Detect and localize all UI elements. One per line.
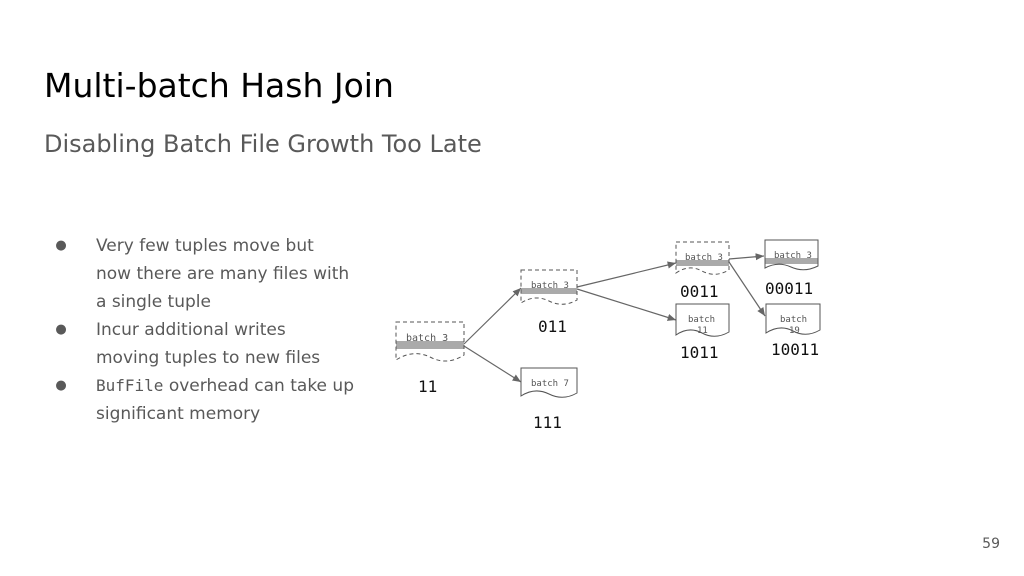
arrow-0011-to-00011: [728, 253, 765, 261]
batch-node-19: batch 19: [765, 303, 821, 336]
node-label: batch 3: [685, 253, 723, 263]
node-label: batch 3: [406, 333, 448, 344]
node-label: batch 7: [531, 379, 569, 389]
bullet-code: BufFile: [96, 376, 164, 395]
node-code-0011: 0011: [680, 282, 719, 301]
arrows: [463, 253, 766, 383]
node-label: batch: [780, 315, 807, 325]
node-code-011: 011: [538, 317, 567, 336]
page-number: 59: [982, 536, 1000, 552]
node-label: batch 3: [774, 251, 812, 261]
bullet-dot-icon: ●: [55, 238, 67, 253]
bullet-item: ● BufFile overhead can take up significa…: [54, 372, 354, 428]
slide-subtitle: Disabling Batch File Growth Too Late: [44, 130, 482, 158]
arrow-root-to-011: [463, 287, 522, 345]
arrow-root-to-111: [463, 345, 522, 383]
node-label: batch: [688, 315, 715, 325]
batch-node-7: batch 7: [520, 367, 578, 398]
slide-title: Multi-batch Hash Join: [44, 66, 394, 105]
node-code-00011: 00011: [765, 279, 813, 298]
bullet-item: ● Very few tuples move but now there are…: [54, 232, 354, 316]
arrow-0011-to-10011: [728, 261, 766, 317]
batch-node-0011: batch 3: [675, 241, 730, 275]
arrow-011-to-0011: [576, 261, 677, 288]
bullet-list: ● Very few tuples move but now there are…: [54, 232, 354, 428]
bullet-text: Very few tuples move but now there are m…: [96, 236, 350, 312]
node-code-111: 111: [533, 413, 562, 432]
bullet-text: Incur additional writes moving tuples to…: [96, 320, 321, 368]
node-label: 19: [789, 326, 800, 336]
node-label: batch 3: [531, 281, 569, 291]
bullet-item: ● Incur additional writes moving tuples …: [54, 316, 354, 372]
node-code-11: 11: [418, 377, 437, 396]
node-code-1011: 1011: [680, 343, 719, 362]
batch-node-00011: batch 3: [764, 239, 819, 271]
arrow-011-to-1011: [576, 288, 677, 321]
bullet-dot-icon: ●: [55, 378, 67, 393]
node-label: 11: [697, 326, 708, 336]
bullet-dot-icon: ●: [55, 322, 67, 337]
batch-node-root: batch 3: [395, 321, 465, 362]
node-code-10011: 10011: [771, 340, 819, 359]
batch-node-011: batch 3: [520, 269, 578, 305]
bullet-text: overhead can take up significant memory: [96, 376, 354, 424]
batch-node-11: batch 11: [675, 303, 730, 337]
